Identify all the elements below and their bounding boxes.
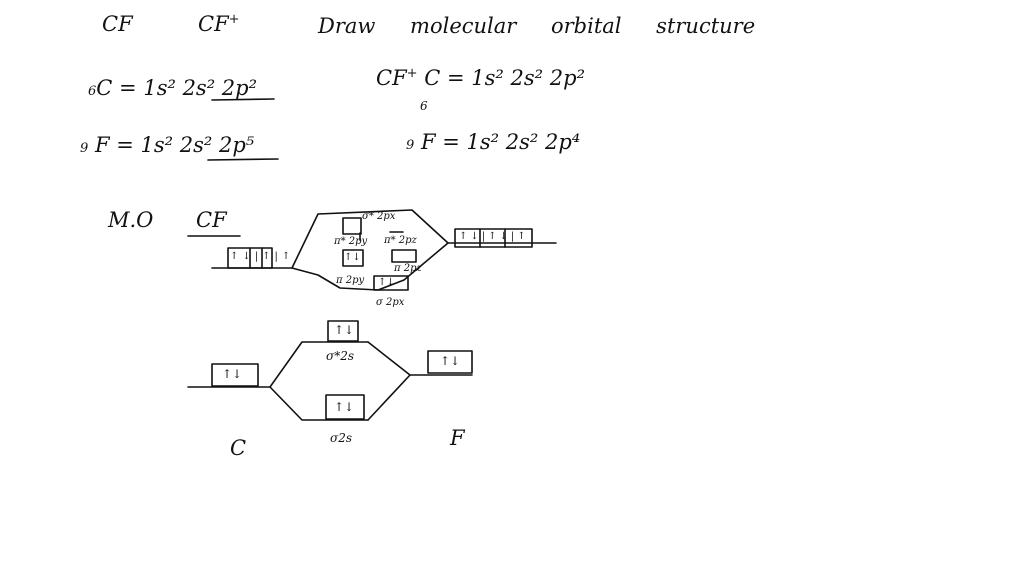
label-pi-star-2py: π* 2py	[334, 236, 368, 247]
underline-carbon-2p	[211, 98, 275, 101]
underline-fluorine-2p	[207, 158, 279, 161]
sigma-2px-box	[373, 275, 409, 291]
config-cf-plus-carbon: CF+ C = 1s² 2s² 2p²	[376, 66, 585, 90]
left-atom-label: C	[230, 436, 247, 460]
heading-cf-plus: CF+	[198, 12, 240, 36]
config-fluorine-value: 1s² 2s² 2p⁵	[140, 133, 255, 157]
fluorine-2p-box	[454, 228, 533, 248]
label-sigma-star-2s: σ*2s	[326, 349, 354, 363]
label-sigma-2s: σ2s	[330, 431, 352, 445]
heading-cf: CF	[102, 12, 133, 36]
carbon-2p-electrons: ↑↓|↑|↑	[230, 251, 295, 262]
pi-star-2pz-box	[391, 249, 417, 263]
pi-2py-electrons: ↑↓	[344, 252, 361, 263]
config-fluorine-symbol: F	[94, 133, 110, 157]
config-carbon: 6C = 1s² 2s² 2p²	[88, 78, 257, 99]
config-carbon-value: 1s² 2s² 2p²	[143, 76, 258, 100]
config-fluorine-subscript: 9	[80, 141, 89, 156]
config-carbon-symbol: C	[96, 76, 113, 100]
label-pi-2pz: π 2pz	[394, 263, 422, 274]
config-cf-plus-fluorine-value: 1s² 2s² 2p⁴	[466, 130, 581, 154]
carbon-2s-bond-lines	[269, 341, 369, 421]
label-pi-star-2pz: π* 2pz	[384, 235, 417, 246]
mo-molecule: CF	[196, 208, 227, 232]
heading-cf-plus-charge: +	[228, 12, 240, 27]
fluorine-2s-box	[427, 350, 473, 374]
config-cf-plus-fluorine-equals: =	[442, 130, 460, 154]
sigma-2px-electrons: ↑↓	[378, 277, 395, 288]
config-fluorine-equals: =	[116, 133, 134, 157]
config-cf-plus-carbon-value: 1s² 2s² 2p²	[471, 66, 585, 90]
config-cf-plus-carbon-equals: =	[447, 66, 465, 90]
fluorine-2s-electrons: ↑↓	[440, 354, 461, 368]
sigma-2s-box	[325, 394, 365, 420]
label-sigma-star-2px: σ* 2px	[362, 211, 396, 222]
carbon-2s-box	[211, 363, 259, 387]
fluorine-2p-electrons: ↑↓|↑↓|↑	[459, 231, 529, 242]
sigma-star-2s-box	[327, 320, 359, 342]
config-cf-plus-carbon-symbol: C	[424, 66, 441, 90]
config-carbon-equals: =	[119, 76, 137, 100]
upper-mo-envelope	[291, 209, 449, 291]
sigma-star-2px-box	[342, 217, 362, 235]
carbon-2s-electrons: ↑↓	[222, 367, 243, 381]
label-pi-2py: π 2py	[336, 275, 365, 286]
heading-cf-plus-label: CF	[198, 12, 229, 36]
sigma-2s-electrons: ↑↓	[334, 400, 355, 414]
config-fluorine: 9 F = 1s² 2s² 2p⁵	[80, 135, 254, 156]
sigma-star-2s-electrons: ↑↓	[334, 323, 355, 337]
config-cf-plus-fluorine-symbol: F	[420, 130, 436, 154]
config-cf-plus-fluorine: 9 F = 1s² 2s² 2p⁴	[406, 132, 580, 153]
pi-2py-box	[342, 249, 364, 267]
right-atom-label: F	[450, 426, 465, 450]
config-cf-plus-fluorine-subscript: 9	[406, 138, 415, 153]
heading-instruction: Draw molecular orbital structure	[318, 14, 756, 38]
config-cf-plus-charge: +	[406, 66, 418, 81]
mo-label: M.O	[108, 208, 154, 232]
config-carbon-subscript: 6	[88, 84, 97, 99]
label-sigma-2px: σ 2px	[376, 297, 405, 308]
config-cf-plus-label: CF	[376, 66, 407, 90]
config-cf-plus-carbon-subscript: 6	[420, 99, 428, 113]
fluorine-2s-bond-lines	[367, 341, 411, 421]
